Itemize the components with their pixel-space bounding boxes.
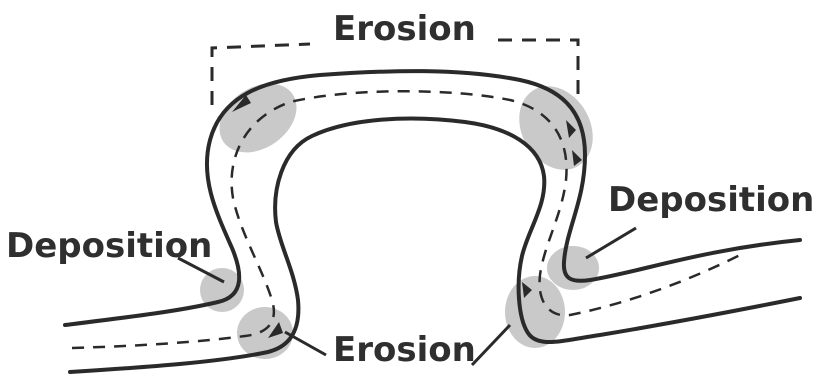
label-deposition-left: Deposition	[6, 229, 212, 263]
erosion-zone-top-right	[505, 73, 608, 183]
leader-erosion-bottom-left	[285, 332, 326, 355]
deposition-zone-right	[547, 246, 599, 290]
zone-shading	[200, 69, 607, 359]
label-erosion-top: Erosion	[333, 12, 476, 46]
leader-deposition-right	[586, 228, 636, 258]
label-deposition-right: Deposition	[608, 183, 814, 217]
leader-erosion-bottom-right	[472, 325, 510, 365]
label-erosion-bottom: Erosion	[333, 333, 476, 367]
river-banks	[65, 71, 800, 372]
